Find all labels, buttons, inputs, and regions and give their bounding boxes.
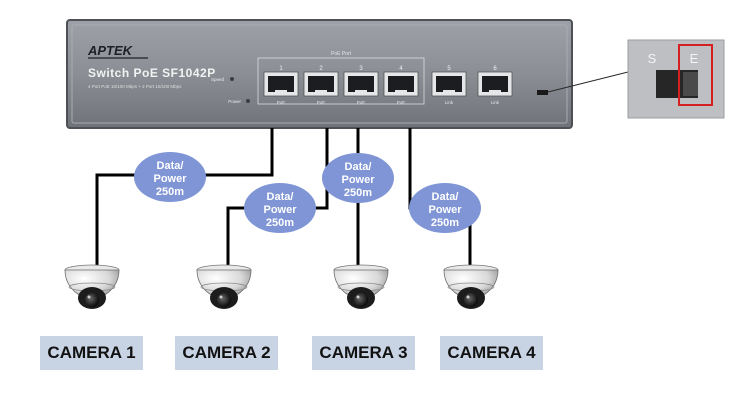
- model-name: Switch PoE SF1042P: [88, 66, 216, 80]
- camera-lens: [354, 293, 368, 307]
- bubble-line: 250m: [431, 217, 459, 229]
- port-number: 3: [359, 66, 363, 72]
- dip-switch-lever: [683, 72, 698, 96]
- port-tag: Link: [445, 100, 454, 105]
- cameras: [64, 264, 499, 309]
- speed-led: [230, 77, 234, 81]
- port-number: 4: [399, 66, 403, 72]
- port-clip: [315, 90, 327, 94]
- lens-glint: [87, 295, 91, 299]
- bubble-shape: [322, 153, 394, 203]
- port-clip: [489, 90, 501, 94]
- dome-camera-3: [333, 264, 389, 309]
- bubble-line: Power: [263, 204, 297, 216]
- brand-logo: APTEK: [87, 43, 134, 58]
- port-clip: [443, 90, 455, 94]
- bubble-line: 250m: [266, 217, 294, 229]
- bubble-shape: [409, 183, 481, 233]
- port-jack: [268, 76, 294, 92]
- bubble-line: Power: [153, 173, 187, 185]
- zoom-pointer-line: [547, 71, 629, 93]
- speed-label: Speed: [211, 77, 225, 82]
- camera-lens: [85, 293, 99, 307]
- lens-glint: [356, 295, 360, 299]
- port-number: 5: [447, 66, 451, 72]
- camera-3-label: CAMERA 3: [312, 336, 415, 370]
- bubble-line: Data/: [157, 160, 184, 172]
- port-jack: [482, 76, 508, 92]
- camera-lens: [217, 293, 231, 307]
- model-spec: 4 Port PoE 10/100 Mbps + 2 Port 10/100 M…: [88, 84, 182, 89]
- power-led: [246, 99, 250, 103]
- camera-1-label: CAMERA 1: [40, 336, 143, 370]
- port-clip: [275, 90, 287, 94]
- port-jack: [436, 76, 462, 92]
- lens-glint: [466, 295, 470, 299]
- bubble-line: 250m: [344, 187, 372, 199]
- lens-glint: [219, 295, 223, 299]
- port-jack: [348, 76, 374, 92]
- camera-4-label: CAMERA 4: [440, 336, 543, 370]
- bubble-line: Data/: [432, 191, 459, 203]
- dome-camera-2: [196, 264, 252, 309]
- port-number: 1: [279, 66, 283, 72]
- poe-group-label: PoE Port: [331, 51, 352, 57]
- switch-bevel: [71, 24, 568, 124]
- bubble-line: 250m: [156, 186, 184, 198]
- dome-camera-4: [443, 264, 499, 309]
- dip-switch-highlight: [678, 44, 713, 106]
- poe-port-group: [257, 57, 425, 105]
- bubble-line: Power: [428, 204, 462, 216]
- camera-2-label: CAMERA 2: [175, 336, 278, 370]
- port-tag: PoE: [317, 100, 326, 105]
- port-number: 2: [319, 66, 323, 72]
- port-tag: Link: [491, 100, 500, 105]
- bubble-line: Data/: [345, 161, 372, 173]
- dip-switch-zoom: S E: [627, 39, 725, 119]
- port-tag: PoE: [277, 100, 286, 105]
- port-number: 6: [493, 66, 497, 72]
- bubble-shape: [244, 183, 316, 233]
- port-jack: [308, 76, 334, 92]
- port-tag: PoE: [357, 100, 366, 105]
- port-jack: [388, 76, 414, 92]
- port-clip: [395, 90, 407, 94]
- dip-switch-e-label: E: [690, 51, 699, 66]
- poe-switch: APTEK Switch PoE SF1042P 4 Port PoE 10/1…: [66, 19, 573, 129]
- dip-switch-slot: [537, 90, 548, 95]
- bubble-shape: [134, 152, 206, 202]
- port-tag: PoE: [397, 100, 406, 105]
- bubble-line: Power: [341, 174, 375, 186]
- dome-camera-1: [64, 264, 120, 309]
- bubble-line: Data/: [267, 191, 294, 203]
- power-label: Power: [228, 99, 241, 104]
- port-clip: [355, 90, 367, 94]
- dip-switch-s-label: S: [648, 51, 657, 66]
- camera-lens: [464, 293, 478, 307]
